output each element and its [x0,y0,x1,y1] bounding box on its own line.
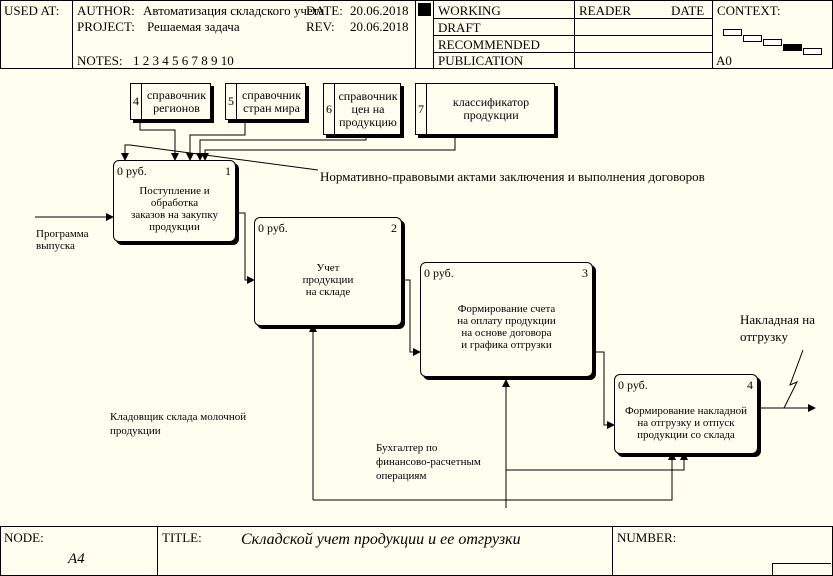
date-value: 20.06.2018 [350,3,409,18]
status-recommended: RECOMMENDED [438,37,540,52]
project-label: PROJECT: [77,19,135,34]
context-label: CONTEXT: [717,3,781,18]
tunnel-number: 5 [226,84,237,119]
notes-label: NOTES: [77,53,123,68]
arrow-label-program: Программа выпуска [36,228,89,252]
arrow-label-accountant: Бухгалтер по финансово-расчетным операци… [376,442,481,482]
tunnel-label: справочник стран мира [241,87,302,115]
author-value: Автоматизация складского учета [143,3,325,18]
status-publication: PUBLICATION [438,53,524,68]
activity-cost: 0 руб. [424,266,454,280]
activity-box-3[interactable]: 0 руб. 3 Формирование счета на оплату пр… [420,262,593,377]
activity-cost: 0 руб. [618,378,648,392]
rev-value: 20.06.2018 [350,19,409,34]
activity-label: Формирование накладной на отгрузку и отп… [624,405,748,441]
activity-number: 1 [225,164,231,178]
arrow-label-storekeeper: Кладовщик склада молочной продукции [110,411,247,437]
activity-label: Учет продукции на складе [302,262,354,298]
activity-label: Формирование счета на оплату продукции н… [457,303,556,351]
activity-box-2[interactable]: 0 руб. 2 Учет продукции на складе [254,217,402,326]
activity-number: 2 [391,221,397,235]
used-at-label: USED AT: [4,3,60,18]
tunnel-number: 4 [131,84,142,119]
tunnel-label: классификатор продукции [452,95,530,122]
context-mini-diagram [720,25,825,60]
reader-label: READER [579,3,631,18]
rev-label: REV: [306,19,335,34]
date-label: DATE: [306,3,343,18]
tunnel-regions: 4 справочник регионов [130,83,211,120]
arrow-label-invoice: Накладная на отгрузку [740,312,816,344]
notes-numbers: 1 2 3 4 5 6 7 8 9 10 [133,53,234,68]
activity-box-4[interactable]: 0 руб. 4 Формирование накладной на отгру… [614,374,758,454]
tunnel-countries: 5 справочник стран мира [225,83,306,120]
status-draft: DRAFT [438,20,481,35]
author-label: AUTHOR: [77,3,135,18]
tunnel-number: 6 [324,84,335,134]
tunnel-classifier: 7 классификатор продукции [415,83,555,135]
activity-number: 3 [582,266,588,280]
project-value: Решаемая задача [147,19,240,34]
reader-date-label: DATE [671,3,705,18]
tunnel-label: справочник цен на продукцию [338,88,398,129]
working-status-marker [418,3,431,16]
activity-number: 4 [747,378,753,392]
activity-cost: 0 руб. [258,221,288,235]
arrow-label-normative: Нормативно-правовыми актами заключения и… [320,169,705,184]
activity-box-1[interactable]: 0 руб. 1 Поступление и обработка заказов… [113,160,236,242]
title-label: TITLE: [162,530,202,545]
activity-cost: 0 руб. [117,164,147,178]
status-working: WORKING [438,3,501,18]
diagram-title: Складской учет продукции и ее отгрузки [241,531,521,548]
node-value: A4 [68,551,85,567]
number-label: NUMBER: [617,530,677,545]
tunnel-number: 7 [416,84,427,134]
tunnel-label: справочник регионов [146,87,207,115]
node-label: NODE: [4,530,44,545]
activity-label: Поступление и обработка заказов на закуп… [130,185,219,233]
tunnel-prices: 6 справочник цен на продукцию [323,83,401,135]
context-node: A0 [716,53,732,68]
